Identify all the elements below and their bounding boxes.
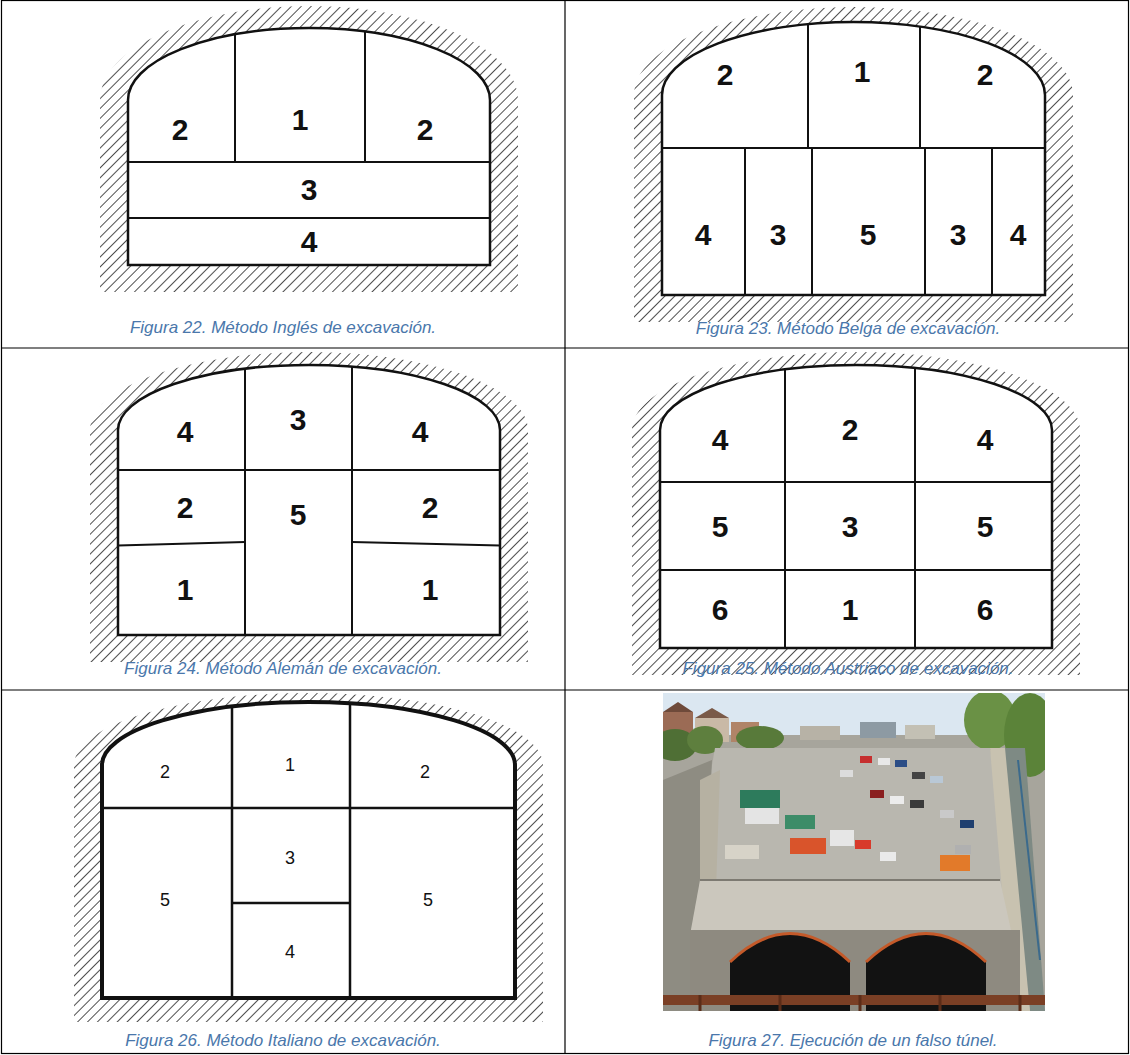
callout-number: 4 [301, 227, 318, 257]
callout-number: 4 [177, 417, 194, 447]
callout-number: 6 [977, 595, 994, 625]
callout-number: 4 [977, 425, 994, 455]
callout-number: 2 [417, 115, 434, 145]
callout-number: 5 [860, 220, 877, 250]
figure-caption: Figura 25. Método Austriaco de excavació… [682, 660, 1013, 677]
callout-number: 4 [1010, 220, 1027, 250]
callout-number: 3 [950, 220, 967, 250]
belgian-method-section [634, 0, 1073, 322]
italian-method-section [74, 690, 543, 1022]
callout-number: 2 [977, 60, 994, 90]
callout-number: 5 [712, 512, 729, 542]
figure-caption: Figura 24. Método Alemán de excavación. [124, 660, 442, 677]
figure-caption: Figura 26. Método Italiano de excavación… [125, 1032, 441, 1049]
callout-number: 4 [695, 220, 712, 250]
austrian-method-section [632, 340, 1080, 675]
callout-number: 6 [712, 595, 729, 625]
callout-number: 2 [172, 115, 189, 145]
figure-caption: Figura 22. Método Inglés de excavación. [130, 319, 436, 336]
figure-caption: Figura 27. Ejecución de un falso túnel. [708, 1032, 997, 1049]
callout-number: 4 [412, 417, 429, 447]
cut-and-cover-photo [663, 693, 1045, 1011]
callout-number: 1 [177, 575, 194, 605]
callout-number: 5 [977, 512, 994, 542]
callout-number: 1 [422, 575, 439, 605]
callout-number: 2 [842, 415, 859, 445]
callout-number: 1 [292, 105, 309, 135]
figure-caption: Figura 23. Método Belga de excavación. [696, 320, 1000, 337]
english-method-section [100, 0, 520, 292]
callout-number: 4 [712, 425, 729, 455]
german-method-section [90, 340, 528, 662]
callout-number: 3 [301, 175, 318, 205]
callout-number: 3 [842, 512, 859, 542]
callout-number: 5 [290, 500, 307, 530]
callout-number: 2 [420, 763, 430, 781]
callout-number: 2 [177, 493, 194, 523]
callout-number: 3 [770, 220, 787, 250]
callout-number: 3 [290, 405, 307, 435]
callout-number: 5 [160, 891, 170, 909]
callout-number: 4 [285, 943, 295, 961]
callout-number: 2 [160, 763, 170, 781]
callout-number: 5 [423, 891, 433, 909]
callout-number: 2 [422, 493, 439, 523]
callout-number: 1 [854, 57, 871, 87]
callout-number: 2 [717, 60, 734, 90]
callout-number: 1 [285, 756, 295, 774]
callout-number: 1 [842, 595, 859, 625]
callout-number: 3 [285, 849, 295, 867]
